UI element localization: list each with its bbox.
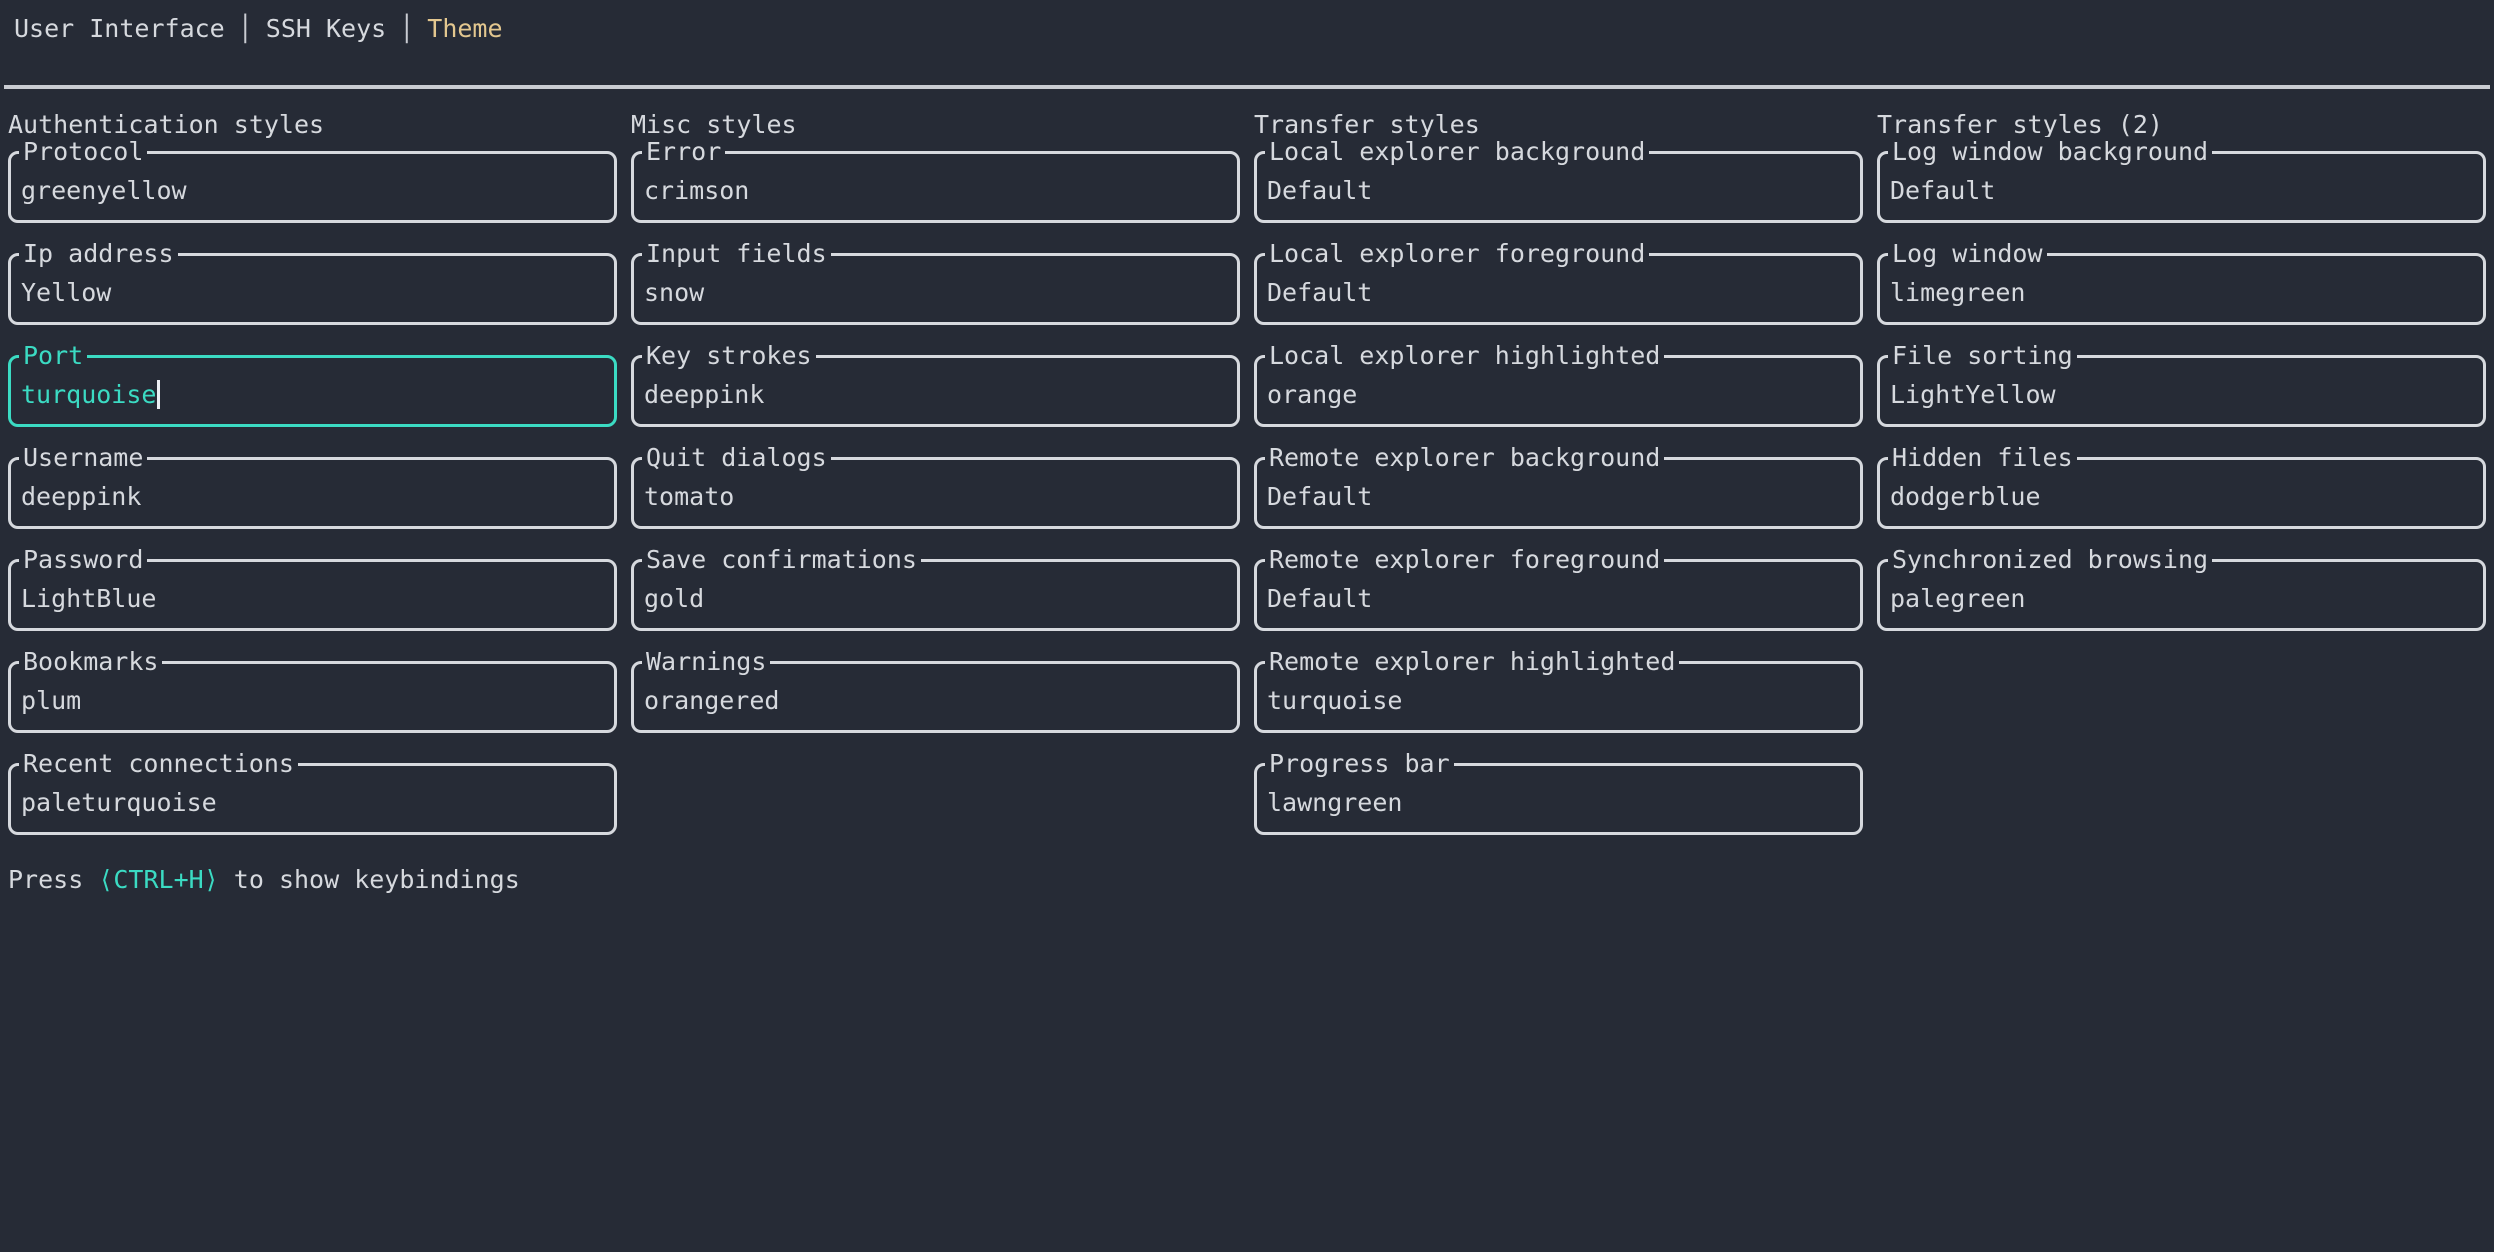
field-value: plum	[21, 686, 82, 715]
field-value: gold	[644, 584, 705, 613]
section-transfer-styles-2: Transfer styles (2) Log window backgroun…	[1877, 110, 2486, 661]
tab-user-interface[interactable]: User Interface	[14, 14, 225, 43]
field-remote-explorer-background[interactable]: Remote explorer background Default	[1254, 443, 1863, 529]
field-label: Local explorer highlighted	[1265, 341, 1665, 371]
field-value: deeppink	[644, 380, 765, 409]
field-label: Remote explorer foreground	[1265, 545, 1665, 575]
tab-divider: │	[237, 14, 253, 43]
keybindings-hint: Press ⟨CTRL+H⟩ to show keybindings	[8, 865, 2494, 895]
field-value: LightBlue	[21, 584, 157, 613]
field-file-sorting[interactable]: File sorting LightYellow	[1877, 341, 2486, 427]
field-label: Local explorer background	[1265, 137, 1650, 167]
field-value: palegreen	[1890, 584, 2026, 613]
field-protocol[interactable]: Protocol greenyellow	[8, 137, 617, 223]
field-label: Remote explorer highlighted	[1265, 647, 1680, 677]
section-misc-styles: Misc styles Error crimson Input fields s…	[631, 110, 1240, 763]
field-value: orange	[1267, 380, 1358, 409]
field-label: Ip address	[19, 239, 178, 269]
field-recent-connections[interactable]: Recent connections paleturquoise	[8, 749, 617, 835]
field-bookmarks[interactable]: Bookmarks plum	[8, 647, 617, 733]
field-label: Log window background	[1888, 137, 2213, 167]
field-label: Input fields	[642, 239, 831, 269]
field-local-explorer-foreground[interactable]: Local explorer foreground Default	[1254, 239, 1863, 325]
field-progress-bar[interactable]: Progress bar lawngreen	[1254, 749, 1863, 835]
field-label: Warnings	[642, 647, 771, 677]
field-local-explorer-highlighted[interactable]: Local explorer highlighted orange	[1254, 341, 1863, 427]
field-label: File sorting	[1888, 341, 2077, 371]
field-ip-address[interactable]: Ip address Yellow	[8, 239, 617, 325]
field-label: Port	[19, 341, 88, 371]
theme-form: Authentication styles Protocol greenyell…	[0, 110, 2494, 865]
field-local-explorer-background[interactable]: Local explorer background Default	[1254, 137, 1863, 223]
field-value: Yellow	[21, 278, 112, 307]
field-save-confirmations[interactable]: Save confirmations gold	[631, 545, 1240, 631]
field-value: dodgerblue	[1890, 482, 2041, 511]
field-value: Default	[1267, 482, 1373, 511]
field-port[interactable]: Port turquoise	[8, 341, 617, 427]
tab-theme[interactable]: Theme	[427, 14, 503, 43]
field-label: Progress bar	[1265, 749, 1454, 779]
field-value: snow	[644, 278, 705, 307]
field-label: Hidden files	[1888, 443, 2077, 473]
field-label: Remote explorer background	[1265, 443, 1665, 473]
field-value: Default	[1267, 584, 1373, 613]
tab-bar: User Interface │ SSH Keys │ Theme	[0, 0, 2494, 48]
field-value: Default	[1267, 176, 1373, 205]
field-label: Password	[19, 545, 148, 575]
field-log-window-background[interactable]: Log window background Default	[1877, 137, 2486, 223]
field-value: lawngreen	[1267, 788, 1403, 817]
text-cursor	[157, 380, 161, 409]
field-log-window[interactable]: Log window limegreen	[1877, 239, 2486, 325]
hint-suffix: to show keybindings	[218, 865, 520, 894]
field-value: paleturquoise	[21, 788, 217, 817]
field-label: Bookmarks	[19, 647, 163, 677]
tab-divider: │	[399, 14, 415, 43]
section-transfer-styles: Transfer styles Local explorer backgroun…	[1254, 110, 1863, 865]
field-input-fields[interactable]: Input fields snow	[631, 239, 1240, 325]
field-label: Key strokes	[642, 341, 816, 371]
field-label: Log window	[1888, 239, 2047, 269]
field-quit-dialogs[interactable]: Quit dialogs tomato	[631, 443, 1240, 529]
section-title: Transfer styles (2)	[1877, 110, 2163, 139]
field-value: limegreen	[1890, 278, 2026, 307]
field-value: Default	[1890, 176, 1996, 205]
field-value: greenyellow	[21, 176, 187, 205]
section-title: Transfer styles	[1254, 110, 1480, 139]
field-label: Quit dialogs	[642, 443, 831, 473]
field-key-strokes[interactable]: Key strokes deeppink	[631, 341, 1240, 427]
section-authentication-styles: Authentication styles Protocol greenyell…	[8, 110, 617, 865]
field-warnings[interactable]: Warnings orangered	[631, 647, 1240, 733]
tab-ssh-keys[interactable]: SSH Keys	[265, 14, 387, 43]
hint-prefix: Press	[8, 865, 99, 894]
section-title: Authentication styles	[8, 110, 325, 139]
keybinding-key: ⟨CTRL+H⟩	[98, 865, 219, 894]
field-label: Protocol	[19, 137, 148, 167]
field-username[interactable]: Username deeppink	[8, 443, 617, 529]
field-synchronized-browsing[interactable]: Synchronized browsing palegreen	[1877, 545, 2486, 631]
field-hidden-files[interactable]: Hidden files dodgerblue	[1877, 443, 2486, 529]
field-label: Recent connections	[19, 749, 298, 779]
field-label: Error	[642, 137, 726, 167]
field-label: Synchronized browsing	[1888, 545, 2213, 575]
field-value: turquoise	[21, 380, 157, 409]
field-value: Default	[1267, 278, 1373, 307]
field-remote-explorer-highlighted[interactable]: Remote explorer highlighted turquoise	[1254, 647, 1863, 733]
field-error[interactable]: Error crimson	[631, 137, 1240, 223]
field-value: tomato	[644, 482, 735, 511]
field-label: Save confirmations	[642, 545, 921, 575]
field-password[interactable]: Password LightBlue	[8, 545, 617, 631]
field-value: deeppink	[21, 482, 142, 511]
field-label: Local explorer foreground	[1265, 239, 1650, 269]
section-title: Misc styles	[631, 110, 797, 139]
field-label: Username	[19, 443, 148, 473]
field-value: LightYellow	[1890, 380, 2056, 409]
field-value: crimson	[644, 176, 750, 205]
field-remote-explorer-foreground[interactable]: Remote explorer foreground Default	[1254, 545, 1863, 631]
field-value: turquoise	[1267, 686, 1403, 715]
field-value: orangered	[644, 686, 780, 715]
header-separator	[4, 85, 2490, 89]
